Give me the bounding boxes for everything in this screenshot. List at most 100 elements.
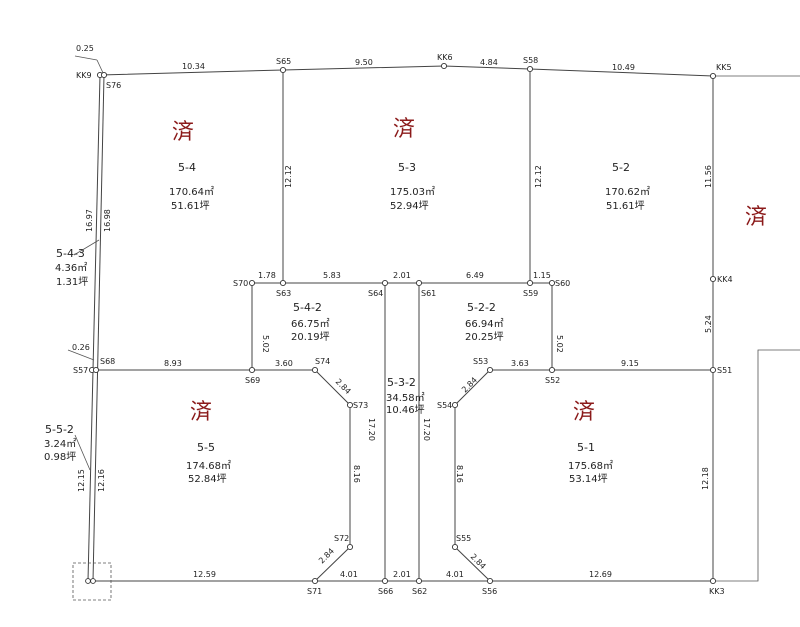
leader-0-26 [67, 349, 95, 361]
settled-mark: 済 [393, 117, 415, 142]
leader-5-4-3 [73, 239, 100, 256]
point-label: S51 [717, 366, 732, 375]
dimension-label: 0.26 [72, 343, 90, 352]
dimension-label: 5.02 [261, 335, 270, 353]
point-label: KK6 [437, 53, 453, 62]
lot-number: 5-5 [197, 441, 215, 454]
lot-area-m2: 3.24㎡ [44, 438, 76, 450]
lot-labels: 済 5-4 170.64㎡ 51.61坪 済 5-3 175.03㎡ 52.94… [44, 117, 767, 485]
point-label: KK5 [716, 63, 732, 72]
node-s68 [92, 366, 100, 374]
lot-area-m2: 66.94㎡ [465, 318, 504, 330]
dimension-label: 16.97 [85, 209, 94, 232]
lot-area-m2: 4.36㎡ [55, 262, 87, 274]
dimension-label: 12.59 [193, 570, 216, 579]
point-label: S59 [523, 289, 538, 298]
point-label: S61 [421, 289, 436, 298]
node-s73 [346, 401, 354, 409]
lot-number: 5-4-2 [293, 301, 322, 314]
survey-nodes [85, 62, 717, 585]
dimension-label: 2.84 [317, 546, 336, 565]
node-s56 [486, 577, 494, 585]
lot-area-tsubo: 0.98坪 [44, 450, 76, 463]
lot-area-tsubo: 52.84坪 [188, 472, 227, 485]
node-s60 [548, 279, 556, 287]
lot-number: 5-5-2 [45, 423, 74, 436]
settled-mark-east: 済 [745, 205, 767, 230]
dimension-label: 4.01 [340, 570, 358, 579]
node-kk5 [709, 72, 717, 80]
node-s76 [100, 71, 108, 79]
lot-area-tsubo: 51.61坪 [606, 199, 645, 212]
dimension-label: 4.84 [480, 58, 498, 67]
point-label: S58 [523, 56, 538, 65]
point-label: S62 [412, 587, 427, 596]
lot-number: 5-1 [577, 441, 595, 454]
dimension-label: 11.56 [704, 165, 713, 188]
leader-5-5-2 [74, 434, 91, 471]
settled-mark: 済 [573, 400, 595, 425]
dimension-label: 2.84 [460, 375, 479, 394]
lot-area-m2: 175.03㎡ [390, 186, 435, 198]
point-label: S71 [307, 587, 322, 596]
point-labels: KK9 S76 S65 KK6 S58 KK5 KK4 S51 KK3 S56 … [73, 53, 733, 596]
lot-area-tsubo: 1.31坪 [56, 275, 88, 288]
dimension-label: 12.18 [701, 467, 710, 490]
point-label: S56 [482, 587, 497, 596]
dimension-label: 3.63 [511, 359, 529, 368]
node-kk4 [709, 275, 717, 283]
dimension-label: 9.50 [355, 58, 373, 67]
dimension-label: 10.49 [612, 63, 635, 72]
point-label: S63 [276, 289, 291, 298]
lot-area-m2: 170.62㎡ [605, 186, 650, 198]
point-label: S73 [353, 401, 368, 410]
point-label: KK9 [76, 71, 92, 80]
west-boundary-outer [87, 74, 101, 582]
dimension-label: 3.60 [275, 359, 293, 368]
node-s69 [248, 366, 256, 374]
node-s53 [486, 366, 494, 374]
point-label: S70 [233, 279, 248, 288]
lot-area-tsubo: 53.14坪 [569, 472, 608, 485]
dimension-label: 2.84 [469, 552, 488, 571]
dimension-label: 17.20 [367, 418, 376, 441]
node-s54 [451, 401, 459, 409]
point-label: S76 [106, 81, 121, 90]
lot-area-m2: 175.68㎡ [568, 460, 613, 472]
point-label: S74 [315, 357, 330, 366]
point-label: S55 [456, 534, 471, 543]
dimension-label: 17.20 [422, 418, 431, 441]
point-label: S60 [555, 279, 570, 288]
east-neighbor-outline [713, 349, 800, 582]
dimension-label: 9.15 [621, 359, 639, 368]
node-s58 [526, 65, 534, 73]
lot-number: 5-3 [398, 161, 416, 174]
node-s70 [248, 279, 256, 287]
lot-number: 5-4 [178, 161, 196, 174]
dimension-label: 5.24 [704, 315, 713, 333]
node-s74 [311, 366, 319, 374]
node-s72 [346, 543, 354, 551]
dimension-label: 8.16 [352, 465, 361, 483]
node-bl2 [90, 578, 96, 584]
node-kk6 [440, 62, 448, 70]
node-s59 [526, 279, 534, 287]
point-label: S72 [334, 534, 349, 543]
dimension-label: 1.78 [258, 271, 276, 280]
lot-line-s74-s71 [314, 369, 351, 582]
lot-area-tsubo: 20.19坪 [291, 330, 330, 343]
settled-mark: 済 [172, 120, 194, 145]
node-kk3 [709, 577, 717, 585]
dimension-label: 5.02 [555, 335, 564, 353]
node-s66 [381, 577, 389, 585]
point-label: KK4 [717, 275, 733, 284]
point-label: S54 [437, 401, 452, 410]
lot-number: 5-3-2 [387, 376, 416, 389]
node-s62 [415, 577, 423, 585]
dimension-label: 5.83 [323, 271, 341, 280]
node-s63 [279, 279, 287, 287]
settled-mark: 済 [190, 400, 212, 425]
dimension-label: 12.69 [589, 570, 612, 579]
point-label: S65 [276, 57, 291, 66]
